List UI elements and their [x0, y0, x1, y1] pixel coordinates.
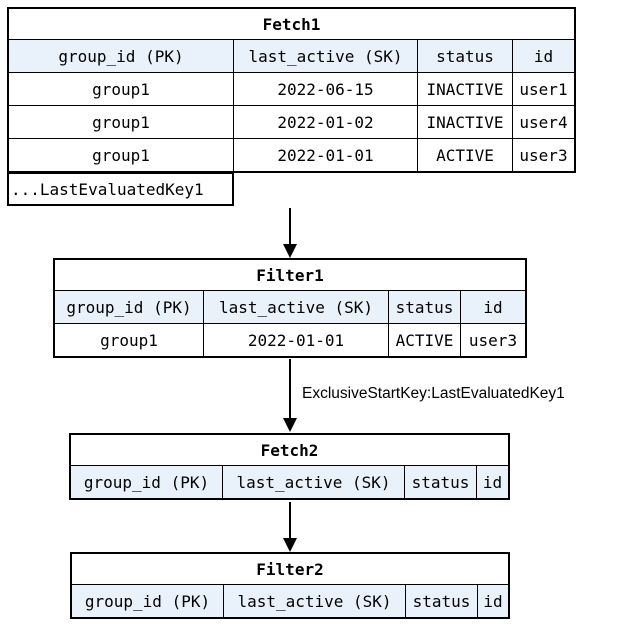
- exclusive-start-key-label: ExclusiveStartKey:LastEvaluatedKey1: [302, 385, 565, 402]
- column-header: group_id (PK): [72, 585, 223, 617]
- last-evaluated-key-cell: ...LastEvaluatedKey1: [7, 172, 234, 206]
- column-header: status: [417, 40, 512, 72]
- table-cell: ACTIVE: [388, 324, 460, 356]
- table-cell: group1: [92, 112, 150, 132]
- table-cell: group1: [92, 79, 150, 99]
- column-header: group_id (PK): [55, 291, 203, 323]
- column-header: id: [477, 585, 508, 617]
- column-header: group_id (PK): [71, 466, 222, 498]
- arrow-down-icon-fetch2-to-filter2: [283, 502, 297, 552]
- table-cell: INACTIVE: [417, 106, 512, 138]
- table-cell: user1: [512, 73, 574, 105]
- arrow-head: [283, 538, 297, 552]
- column-header: last_active (SK): [203, 291, 388, 323]
- table-cell: user4: [512, 106, 574, 138]
- arrow-head: [283, 418, 297, 432]
- column-header: status: [405, 585, 477, 617]
- arrow-shaft: [289, 359, 291, 420]
- column-header: last_active (SK): [222, 466, 404, 498]
- table-fetch1: Fetch1 group_id (PK)last_active (SK)stat…: [7, 7, 576, 173]
- column-header: status: [388, 291, 460, 323]
- table-fetch1-title: Fetch1: [9, 9, 574, 40]
- column-header: status: [404, 466, 476, 498]
- table-cell: 2022-01-01: [203, 324, 388, 356]
- table-filter1: Filter1 group_id (PK)last_active (SK)sta…: [53, 258, 527, 358]
- arrow-shaft: [289, 208, 291, 246]
- column-header: last_active (SK): [223, 585, 405, 617]
- column-header: id: [476, 466, 508, 498]
- table-fetch2: Fetch2 group_id (PK)last_active (SK)stat…: [69, 433, 510, 500]
- table-cell: 2022-01-01: [233, 139, 417, 171]
- table-cell: 2022-01-02: [233, 106, 417, 138]
- table-filter2: Filter2 group_id (PK)last_active (SK)sta…: [70, 552, 510, 619]
- table-cell: group1: [92, 145, 150, 165]
- table-cell: INACTIVE: [417, 73, 512, 105]
- table-fetch2-title: Fetch2: [71, 435, 508, 466]
- arrow-down-icon-fetch1-to-filter1: [283, 208, 297, 258]
- column-header: group_id (PK): [9, 40, 233, 72]
- table-cell: group1: [100, 330, 158, 350]
- column-header: last_active (SK): [233, 40, 417, 72]
- arrow-head: [283, 244, 297, 258]
- arrow-shaft: [289, 502, 291, 540]
- table-cell: user3: [512, 139, 574, 171]
- table-filter2-title: Filter2: [72, 554, 508, 585]
- column-header: id: [512, 40, 574, 72]
- table-cell: user3: [460, 324, 525, 356]
- table-filter1-title: Filter1: [55, 260, 525, 291]
- column-header: id: [460, 291, 525, 323]
- table-cell: ACTIVE: [417, 139, 512, 171]
- table-cell: 2022-06-15: [233, 73, 417, 105]
- arrow-down-icon-filter1-to-fetch2: [283, 359, 297, 432]
